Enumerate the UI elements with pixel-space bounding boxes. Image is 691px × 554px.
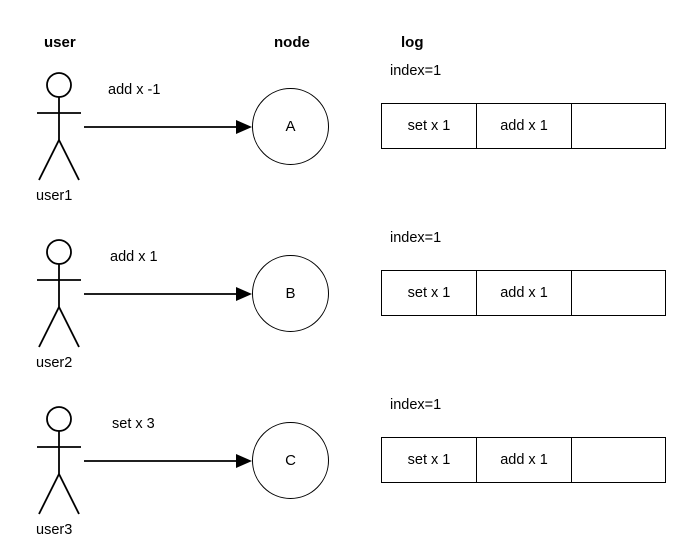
- stick-figure-icon: [37, 72, 81, 181]
- message-label: add x 1: [110, 249, 158, 265]
- log-table: set x 1 add x 1: [381, 437, 666, 483]
- diagram-row: user2 add x 1 B index=1 set x 1 add x 1: [0, 167, 691, 370]
- node-circle: C: [252, 422, 329, 499]
- diagram-row: user1 add x -1 A index=1 set x 1 add x 1: [0, 0, 691, 203]
- node-label: A: [285, 118, 296, 135]
- actor-label: user3: [36, 522, 73, 538]
- log-cell: add x 1: [477, 271, 572, 315]
- log-cell: add x 1: [477, 438, 572, 482]
- actor-label: user1: [36, 188, 73, 204]
- log-table: set x 1 add x 1: [381, 270, 666, 316]
- message-arrow-icon: [84, 454, 252, 468]
- diagram-row: user3 set x 3 C index=1 set x 1 add x 1: [0, 334, 691, 537]
- actor-label: user2: [36, 355, 73, 371]
- message-arrow-icon: [84, 120, 252, 134]
- log-cell: set x 1: [382, 104, 477, 148]
- message-arrow-icon: [84, 287, 252, 301]
- column-header-log: log: [401, 34, 424, 51]
- log-index-label: index=1: [390, 397, 442, 413]
- log-table: set x 1 add x 1: [381, 103, 666, 149]
- node-label: C: [285, 452, 296, 469]
- log-index-label: index=1: [390, 230, 442, 246]
- log-cell: add x 1: [477, 104, 572, 148]
- log-cell: [572, 438, 665, 482]
- node-circle: B: [252, 255, 329, 332]
- stick-figure-icon: [37, 406, 81, 515]
- log-cell: [572, 271, 665, 315]
- node-circle: A: [252, 88, 329, 165]
- column-header-user: user: [44, 34, 76, 51]
- message-label: set x 3: [112, 416, 155, 432]
- log-cell: set x 1: [382, 438, 477, 482]
- node-label: B: [285, 285, 296, 302]
- log-cell: set x 1: [382, 271, 477, 315]
- message-label: add x -1: [108, 82, 161, 98]
- log-index-label: index=1: [390, 63, 442, 79]
- log-cell: [572, 104, 665, 148]
- column-header-node: node: [274, 34, 310, 51]
- stick-figure-icon: [37, 239, 81, 348]
